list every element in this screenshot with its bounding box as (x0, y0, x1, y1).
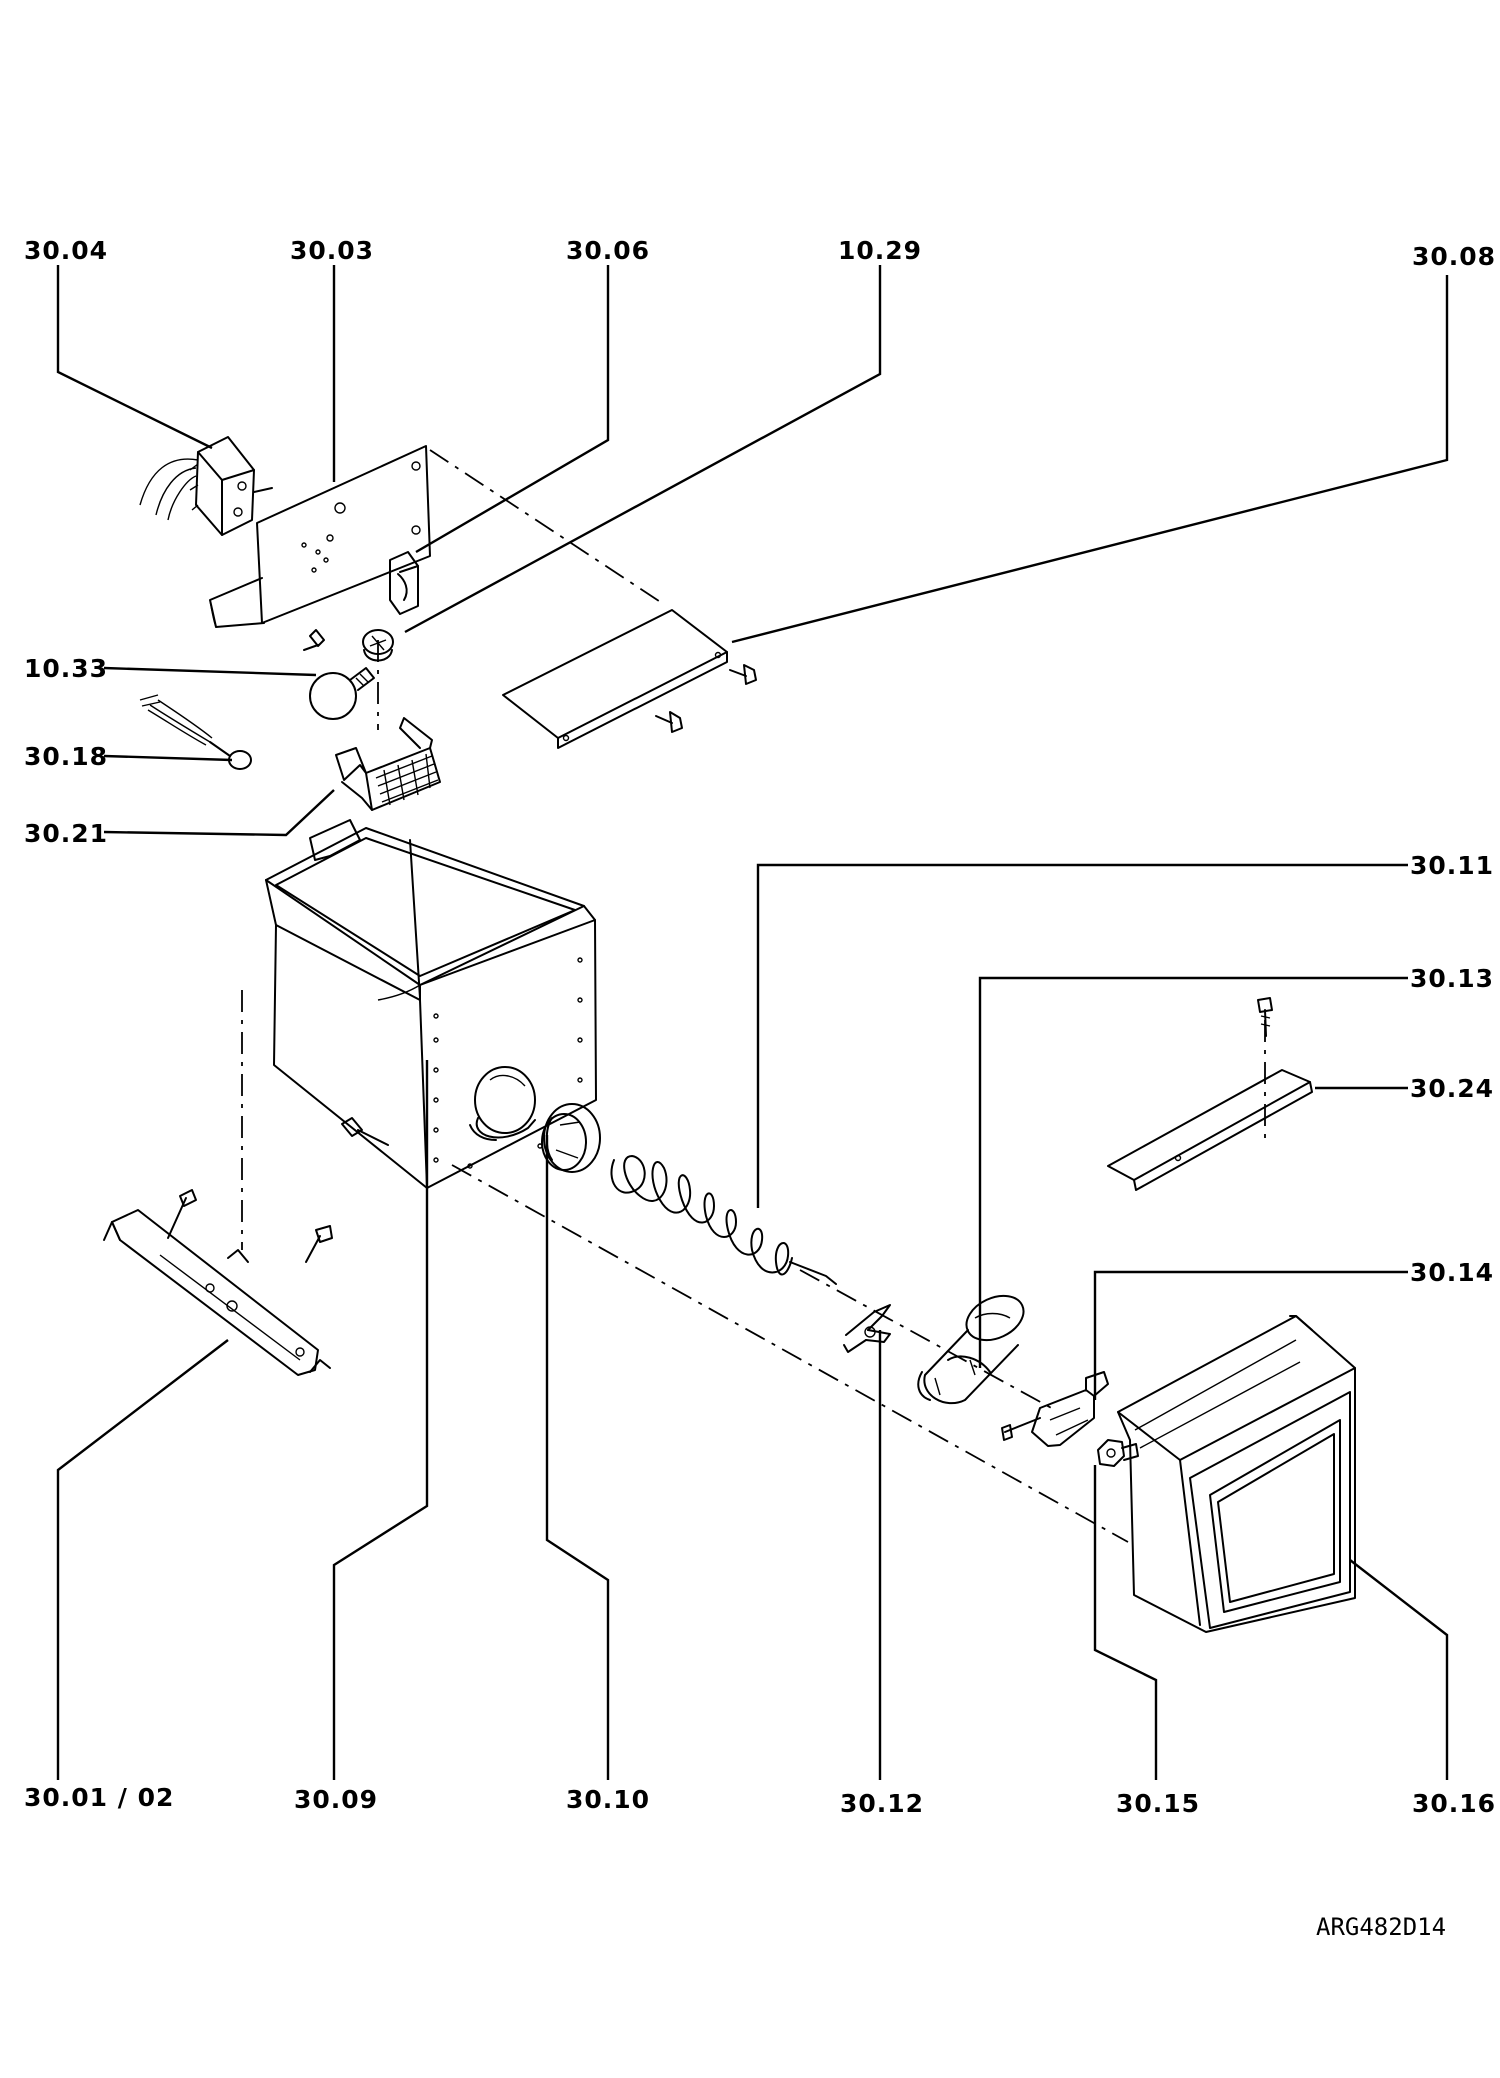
leader-30-14 (1093, 1270, 1408, 1400)
part-bulb-10-33 (309, 667, 375, 720)
leader-30-10 (545, 1135, 610, 1780)
part-mount-bracket-30-14 (1001, 1371, 1109, 1447)
part-labels: 30.04 30.03 30.06 10.29 30.08 10.33 30.1… (24, 236, 1496, 1818)
label-30-11: 30.11 (1410, 851, 1494, 880)
part-mounting-plate-30-03 (209, 445, 431, 628)
assembly-line-motor-to-cover (429, 449, 666, 606)
label-30-10: 30.10 (566, 1785, 650, 1814)
leader-30-01-02 (56, 1339, 229, 1780)
drawing-reference-code: ARG482D14 (1316, 1913, 1446, 1941)
label-30-12: 30.12 (840, 1789, 924, 1818)
label-30-03: 30.03 (290, 236, 374, 265)
leader-30-06 (415, 265, 610, 554)
leader-30-04 (56, 265, 213, 450)
leader-30-11 (756, 863, 1408, 1208)
part-housing-30-16 (1117, 1315, 1356, 1633)
leader-10-33 (103, 666, 317, 677)
part-switch-30-18 (139, 694, 252, 770)
leader-lines (56, 265, 1449, 1780)
label-30-24: 30.24 (1410, 1074, 1494, 1103)
label-30-09: 30.09 (294, 1785, 378, 1814)
assembly-line-bin-to-housing (451, 1164, 1129, 1543)
part-auger-spring-30-11 (610, 1155, 837, 1285)
part-bearing-30-10 (541, 1103, 601, 1173)
part-clip-30-06 (389, 551, 419, 615)
leader-30-13 (978, 976, 1408, 1368)
assembly-axis-lines (241, 449, 1266, 1543)
label-30-06: 30.06 (566, 236, 650, 265)
leader-10-29 (404, 265, 882, 634)
part-screw-30-24 (1257, 997, 1273, 1037)
part-nut-30-15 (1097, 1439, 1139, 1467)
leader-30-21 (103, 789, 335, 837)
leader-30-09 (332, 1060, 429, 1780)
leader-30-08 (731, 275, 1449, 644)
assembly-line-auger-axis (799, 1269, 1056, 1411)
part-grid-tray-30-21 (335, 717, 441, 811)
part-screw-panel-right (729, 664, 757, 685)
part-ice-bin-30-09 (265, 819, 597, 1189)
part-blade-30-12 (843, 1304, 891, 1353)
label-30-15: 30.15 (1116, 1789, 1200, 1818)
label-30-21: 30.21 (24, 819, 108, 848)
label-30-16: 30.16 (1412, 1789, 1496, 1818)
leader-30-18 (103, 754, 233, 762)
label-30-08: 30.08 (1412, 242, 1496, 271)
bin-rivets (433, 957, 583, 1169)
part-screw-panel-bottom (655, 711, 683, 733)
part-strip-30-24 (1107, 1069, 1313, 1191)
part-lamp-socket-10-29 (362, 629, 394, 662)
part-screw-upper-left (303, 629, 325, 651)
label-30-01-02: 30.01 / 02 (24, 1783, 174, 1812)
part-bracket-30-01-02 (103, 1189, 333, 1376)
label-30-04: 30.04 (24, 236, 108, 265)
part-panel-30-08 (502, 609, 728, 749)
label-30-14: 30.14 (1410, 1258, 1494, 1287)
label-30-13: 30.13 (1410, 964, 1494, 993)
label-10-33: 10.33 (24, 654, 108, 683)
leader-30-16 (1349, 1559, 1449, 1780)
label-10-29: 10.29 (838, 236, 922, 265)
leader-30-15 (1093, 1465, 1158, 1780)
part-screw-under-bin (341, 1117, 389, 1146)
part-motor-30-04 (139, 436, 273, 536)
label-30-18: 30.18 (24, 742, 108, 771)
part-crusher-sleeve-30-13 (917, 1294, 1025, 1405)
